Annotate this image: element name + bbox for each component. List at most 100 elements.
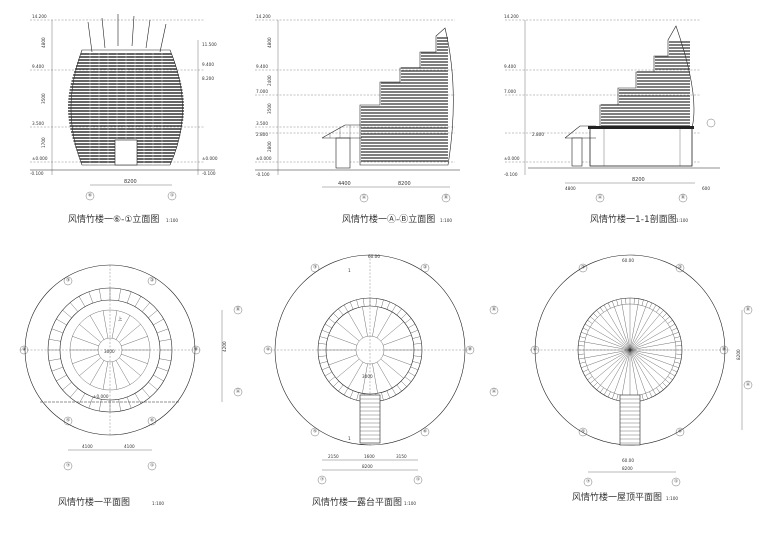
ground-room xyxy=(589,127,693,167)
mark-b: 9.400 xyxy=(202,62,214,67)
level-top: 14.200 xyxy=(32,14,47,19)
mark-e: -0.100 xyxy=(202,171,216,176)
axis-six-p2: ⑥ xyxy=(423,429,427,435)
level-top-3: 14.200 xyxy=(504,14,519,19)
vdim-2-4: 2800 xyxy=(267,141,272,152)
vdim-2-2: 2400 xyxy=(267,75,272,86)
elevation-front: 14.200 9.400 3.500 ±0.000 -0.100 4800 35… xyxy=(30,14,218,225)
caption-plan2: 风情竹楼一露台平面图 xyxy=(312,496,402,508)
dim-section-left: 4800 xyxy=(565,186,576,191)
section-mark-bottom: 1 xyxy=(348,436,351,441)
axis-two-p1: ② xyxy=(150,278,154,284)
vdim-5: 1700 xyxy=(41,137,46,148)
axis-two-p2: ② xyxy=(423,265,427,271)
plan-terrace: 3000 1 1 ④ ⑧ ③ ② ⑤ ⑥ Ⓑ Ⓐ 60.00 2150 1600… xyxy=(263,254,499,508)
section-1-1: 14.200 9.400 7.000 2.800 ±0.000 -0.100 4… xyxy=(504,14,720,225)
axis-eight-p2: ⑧ xyxy=(468,347,472,353)
axis-a-p3: Ⓐ xyxy=(746,381,751,388)
bamboo-stripes xyxy=(361,37,448,162)
axis-a-p2: Ⓐ xyxy=(492,388,497,395)
level-3500: 3.500 xyxy=(32,121,44,126)
caption-elev2-scale: 1:100 xyxy=(440,218,452,223)
level-3500-2: 3.500 xyxy=(256,121,268,126)
vdim-3: 3500 xyxy=(41,93,46,104)
door xyxy=(114,139,138,166)
dim-section-right: 8200 xyxy=(632,177,645,183)
elevation-side: 14.200 9.400 7.000 3.500 2.800 ±0.000 -0… xyxy=(255,14,460,225)
level-minus: -0.100 xyxy=(30,171,44,176)
plan1-up: 上 xyxy=(118,315,122,321)
roof-ribs xyxy=(578,298,682,402)
axis-six-p1: ⑥ xyxy=(150,418,154,424)
axis-three-p1: ③ xyxy=(66,278,70,284)
level-top-2: 14.200 xyxy=(256,14,271,19)
axis-a-3: Ⓐ xyxy=(598,194,603,201)
axis-three-p3: ③ xyxy=(581,265,585,271)
plan1-room: 3000 xyxy=(104,349,115,354)
vdim-1: 4800 xyxy=(41,37,46,48)
plan-ground: 3000 ±0.000 上 ④ ⑧ ③ ② ⑤ ⑥ Ⓑ Ⓐ 4200 4100 … xyxy=(19,264,243,508)
level-2800-3: 2.800 xyxy=(532,132,544,137)
stair-treads xyxy=(318,298,422,402)
level-minus-2: -0.100 xyxy=(256,172,270,177)
level-2800-2: 2.800 xyxy=(256,132,268,137)
axis-five-p3: ⑤ xyxy=(581,429,585,435)
axis-two-p3: ② xyxy=(678,265,682,271)
plan1-floor: ±0.000 xyxy=(93,394,109,399)
dim-plan2-diam: 60.00 xyxy=(368,254,380,259)
caption-section: 风情竹楼一1-1剖面图 xyxy=(590,213,677,225)
axis-four-p1: ④ xyxy=(22,347,26,353)
axis-seven-p1: ⑦ xyxy=(66,463,70,469)
axis-a-2: Ⓐ xyxy=(362,194,367,201)
axis-b-p3: Ⓑ xyxy=(746,306,751,313)
mark-d: ±0.000 xyxy=(202,156,218,161)
axis-five-p1: ⑤ xyxy=(66,418,70,424)
level-zero: ±0.000 xyxy=(32,156,48,161)
dim-plan1-w1: 4100 xyxy=(82,444,93,449)
axis-a-p1: Ⓐ xyxy=(236,388,241,395)
vdim-2-1: 4800 xyxy=(267,37,272,48)
mark-a: 11.500 xyxy=(202,42,217,47)
level-9400-2: 9.400 xyxy=(256,64,268,69)
caption-plan1-scale: 1:100 xyxy=(152,501,164,506)
level-zero-2: ±0.000 xyxy=(256,156,272,161)
level-minus-3: -0.100 xyxy=(504,172,518,177)
mark-c: 8.200 xyxy=(202,76,214,81)
caption-plan3: 风情竹楼一屋顶平面图 xyxy=(572,491,662,503)
dim-section-small: 600 xyxy=(702,186,710,191)
axis-seven-p3: ⑦ xyxy=(586,479,590,485)
level-zero-3: ±0.000 xyxy=(504,156,520,161)
caption-elev1-scale: 1:100 xyxy=(166,218,178,223)
support-pier xyxy=(335,137,351,169)
axis-one-p2: ① xyxy=(416,477,420,483)
entry-stair-roof xyxy=(619,394,641,446)
stair-treads xyxy=(48,288,172,412)
caption-plan1: 风情竹楼一平面图 xyxy=(58,496,130,508)
axis-six-p3: ⑥ xyxy=(678,429,682,435)
level-9400: 9.400 xyxy=(32,64,44,69)
dim-elev1-width: 8200 xyxy=(124,179,137,185)
dim-terrace-c: 3150 xyxy=(396,454,407,459)
plan-roof: ④ ⑧ ③ ② ⑤ ⑥ Ⓑ Ⓐ 8200 60.00 60.00 8200 ⑦ … xyxy=(530,254,753,503)
dim-roof-w: 8200 xyxy=(622,466,633,471)
dim-plan3-v: 8200 xyxy=(736,349,741,360)
axis-one-p3: ① xyxy=(674,479,678,485)
dim-plan1-w2: 4100 xyxy=(124,444,135,449)
level-9400-3: 9.400 xyxy=(504,64,516,69)
bamboo-stripes xyxy=(601,41,690,127)
dim-terrace-b: 1600 xyxy=(364,454,375,459)
vdim-2-3: 3500 xyxy=(267,103,272,114)
axis-b-p1: Ⓑ xyxy=(236,306,241,313)
caption-section-scale: 1:100 xyxy=(676,218,688,223)
axis-seven-p2: ⑦ xyxy=(320,477,324,483)
axis-four-p3: ④ xyxy=(533,347,537,353)
dim-plan3-diam2: 60.00 xyxy=(622,458,634,463)
axis-eight-p3: ⑧ xyxy=(722,347,726,353)
level-7000-2: 7.000 xyxy=(256,89,268,94)
dim-plan3-diam: 60.00 xyxy=(622,258,634,263)
axis-b-p2: Ⓑ xyxy=(492,306,497,313)
dim-elev2-left: 4400 xyxy=(338,181,351,187)
caption-elev1: 风情竹楼一⑥-①立面图 xyxy=(68,213,159,225)
axis-one-p1: ① xyxy=(150,463,154,469)
